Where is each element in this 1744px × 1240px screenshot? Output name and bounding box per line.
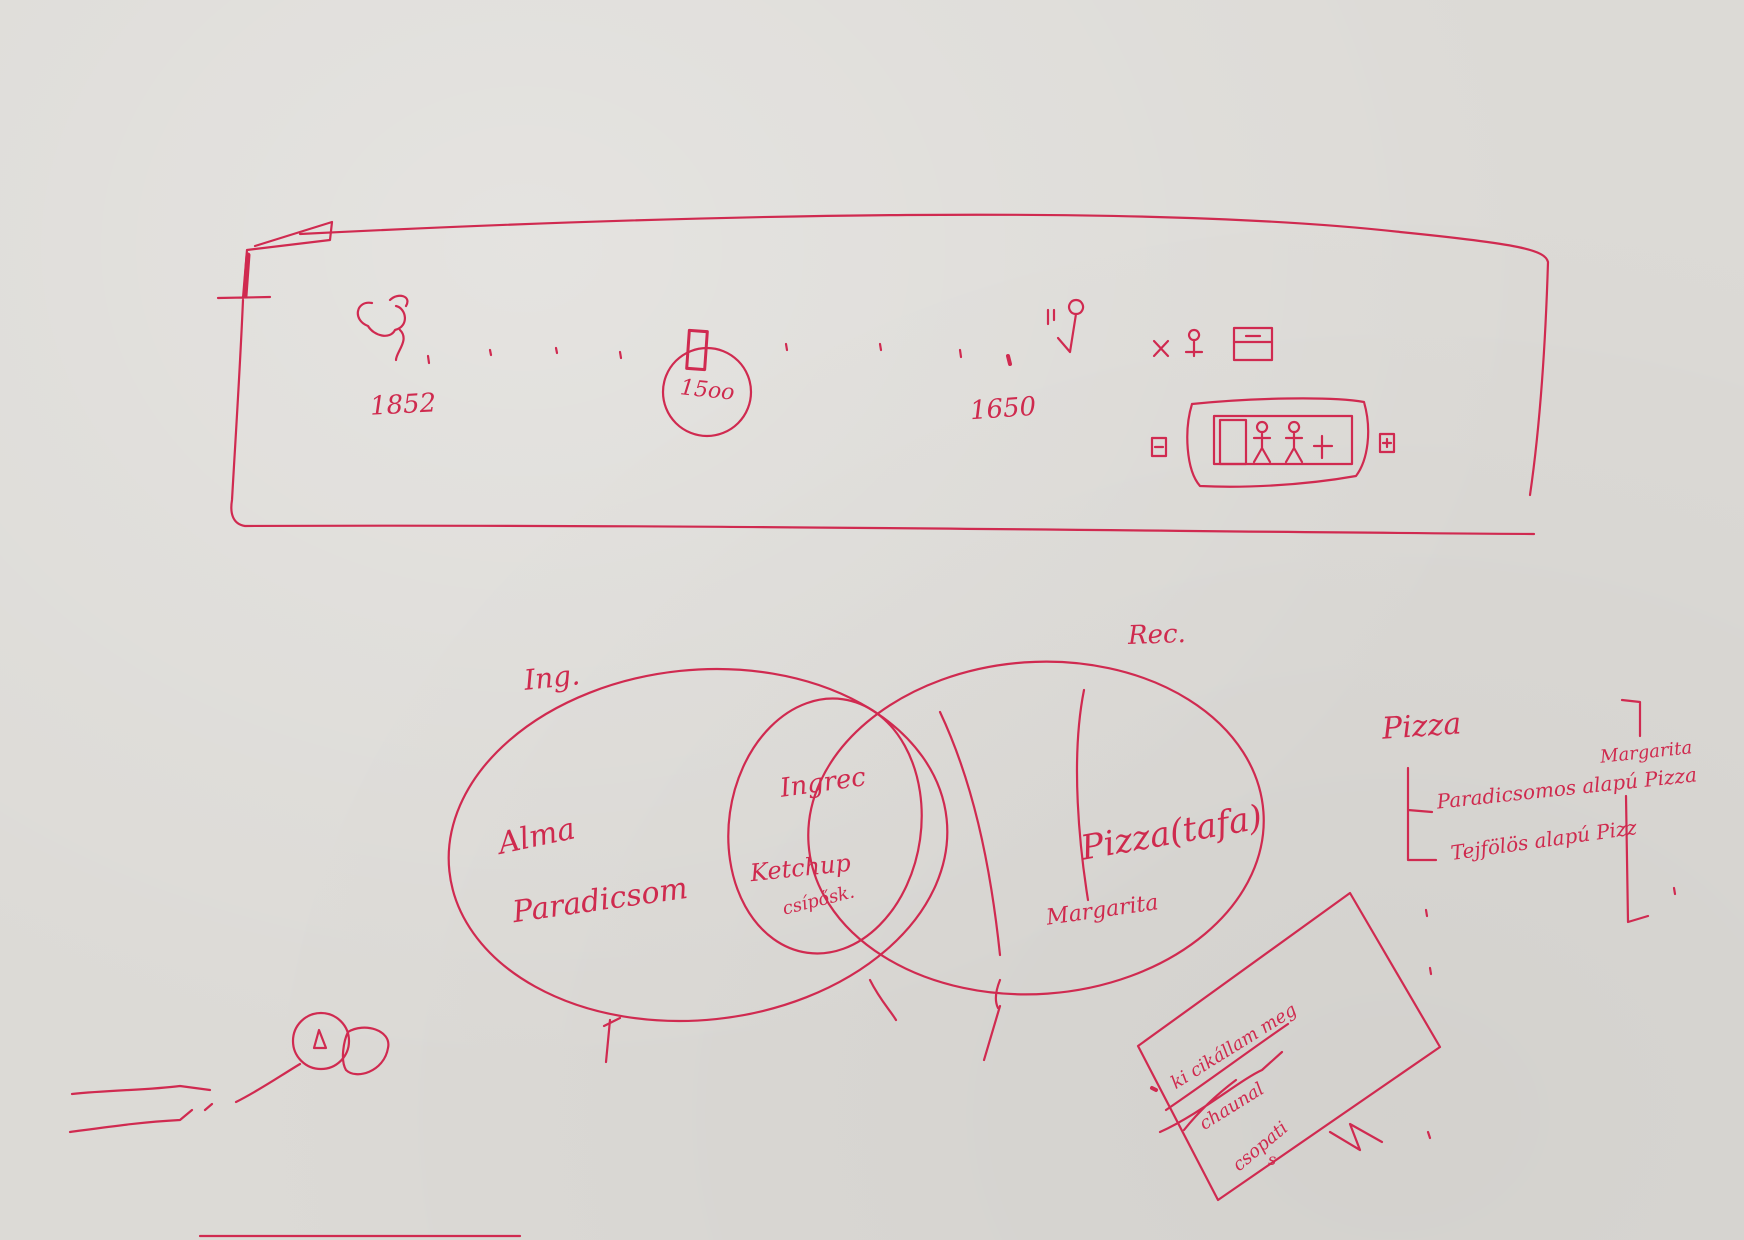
timeline-marker-icon xyxy=(685,328,709,372)
inbox-icon xyxy=(1232,326,1274,362)
timeline-label-start: 1852 xyxy=(369,388,437,422)
venn-right-ellipse xyxy=(807,660,1265,996)
carousel-people-icons xyxy=(1252,420,1334,464)
plus-button-icon xyxy=(1378,432,1396,454)
minus-button-icon xyxy=(1150,436,1168,458)
road-sketch xyxy=(68,1062,302,1134)
carousel-card xyxy=(1218,418,1248,466)
note-card-bullet xyxy=(1150,1086,1158,1092)
note-card-underlines xyxy=(1158,1022,1290,1134)
pizza-tree-root: Pizza xyxy=(1380,706,1463,747)
venn-intersection-ellipse xyxy=(727,697,923,955)
venn-left-set-label: Ing. xyxy=(522,658,582,697)
timeline-label-selected: 15oo xyxy=(678,375,736,406)
timeline-dots xyxy=(426,342,1012,366)
timeline-label-end: 1650 xyxy=(969,391,1038,427)
pizza-tree-dots xyxy=(1424,908,1433,976)
carousel-frame xyxy=(1186,397,1370,488)
venn-strokes xyxy=(868,688,1090,1022)
note-card-line-4: s xyxy=(1268,1150,1277,1169)
timeline-selection-circle xyxy=(661,346,753,438)
pointer-marks xyxy=(602,1004,1002,1064)
inbox-icon-detail xyxy=(1232,334,1274,344)
location-bubble xyxy=(341,1026,390,1076)
note-card-signature xyxy=(1328,1122,1432,1152)
note-card-frame xyxy=(1136,891,1442,1202)
plus-sign xyxy=(1381,437,1393,449)
location-pin-detail xyxy=(312,1028,328,1050)
pizza-tree-lines xyxy=(1406,698,1677,924)
close-x-icon xyxy=(1152,339,1170,358)
venn-left-ellipse xyxy=(447,667,949,1023)
corner-mark-fill xyxy=(242,252,251,299)
person-icon xyxy=(1046,298,1085,354)
venn-right-set-label: Rec. xyxy=(1127,619,1187,651)
location-pin-icon xyxy=(291,1011,351,1071)
carousel-inner xyxy=(1212,414,1354,466)
small-person-icon xyxy=(1184,328,1204,358)
cloud-sketch-icon xyxy=(356,294,409,362)
timeline-frame xyxy=(230,213,1550,536)
